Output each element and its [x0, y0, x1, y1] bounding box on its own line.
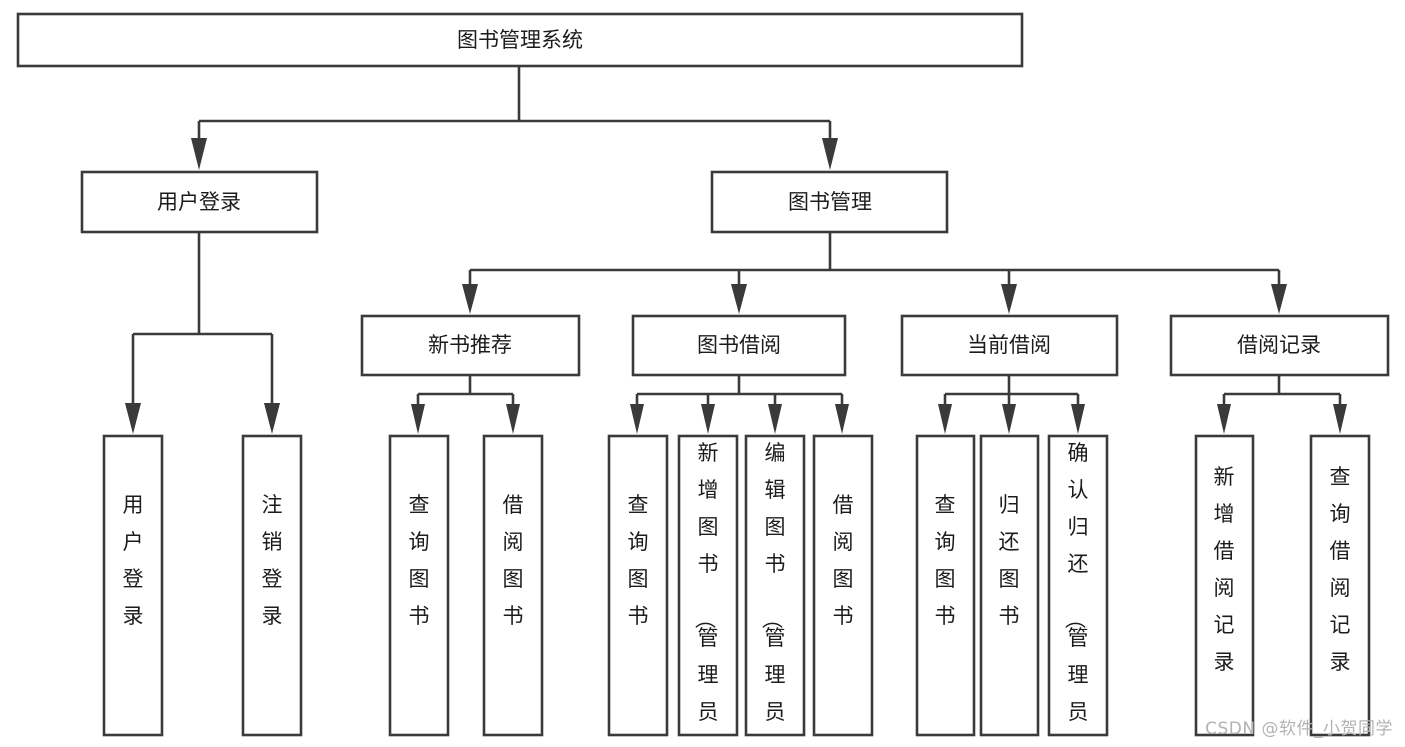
leaf-logout-box[interactable] [241, 434, 303, 737]
leaf-query-book-3-label: 查询图书 [935, 493, 956, 628]
node-new-book-recommend-label: 新书推荐 [428, 333, 512, 357]
arrow-head-new-book-recommend [462, 284, 478, 314]
node-borrow-record-box[interactable] [1169, 314, 1390, 377]
node-user-login-label: 用户登录 [157, 190, 241, 214]
arrow-head-leaf-query-book-3 [938, 404, 952, 434]
leaf-logout[interactable]: 注销登录 [241, 434, 303, 737]
leaf-user-login-box[interactable] [102, 434, 164, 737]
leaf-query-book-2[interactable]: 查询图书 [607, 434, 669, 737]
leaf-confirm-return[interactable]: 确认归还（管理员） [1047, 434, 1109, 747]
arrow-head-leaf-add-book [701, 404, 715, 434]
node-borrow-record-label: 借阅记录 [1237, 333, 1321, 357]
node-root-box[interactable] [16, 12, 1024, 68]
leaf-query-book-1-box[interactable] [388, 434, 450, 737]
csdn-watermark: CSDN @软件_小贺同学 [1205, 719, 1393, 739]
arrow-head-user-login [191, 138, 207, 170]
arrow-head-leaf-query-book-1 [411, 404, 425, 434]
node-current-borrow-label: 当前借阅 [967, 333, 1051, 357]
arrow-head-leaf-confirm-return [1071, 404, 1085, 434]
leaf-add-record-label: 新增借阅记录 [1214, 465, 1235, 674]
arrow-head-leaf-add-record [1217, 404, 1231, 434]
leaf-borrow-book-1-box[interactable] [482, 434, 544, 737]
arrow-head-book-borrow [731, 284, 747, 314]
node-current-borrow[interactable]: 当前借阅 [900, 314, 1119, 377]
node-user-login[interactable]: 用户登录 [80, 170, 319, 234]
leaf-query-record-label: 查询借阅记录 [1330, 465, 1351, 674]
node-root-label: 图书管理系统 [457, 28, 583, 52]
leaf-borrow-book-2[interactable]: 借阅图书 [812, 434, 874, 737]
leaf-edit-book[interactable]: 编辑图书（管理员） [744, 434, 806, 747]
leaf-return-book[interactable]: 归还图书 [979, 434, 1040, 737]
leaf-return-book-label: 归还图书 [999, 493, 1020, 628]
node-book-borrow-label: 图书借阅 [697, 333, 781, 357]
leaf-query-book-3[interactable]: 查询图书 [915, 434, 976, 737]
leaf-add-record[interactable]: 新增借阅记录 [1194, 434, 1255, 737]
arrow-head-current-borrow [1001, 284, 1017, 314]
leaf-confirm-return-label: 确认归还（管理员） [1063, 441, 1089, 747]
arrow-head-book-manage [822, 138, 838, 170]
node-root[interactable]: 图书管理系统 [16, 12, 1024, 68]
node-book-borrow[interactable]: 图书借阅 [631, 314, 847, 377]
leaf-borrow-book-2-label: 借阅图书 [833, 493, 854, 628]
arrow-head-leaf-logout [264, 403, 280, 434]
arrow-head-leaf-edit-book [768, 404, 782, 434]
leaf-add-record-box[interactable] [1194, 434, 1255, 737]
leaf-add-book-label: 新增图书（管理员） [693, 441, 719, 747]
connector-layer [125, 66, 1347, 434]
node-borrow-record[interactable]: 借阅记录 [1169, 314, 1390, 377]
node-new-book-recommend-box[interactable] [360, 314, 581, 377]
leaf-logout-label: 注销登录 [262, 493, 283, 628]
leaf-user-login-label: 用户登录 [123, 493, 144, 628]
arrow-head-leaf-borrow-book-1 [506, 404, 520, 434]
node-new-book-recommend[interactable]: 新书推荐 [360, 314, 581, 377]
leaf-query-book-2-box[interactable] [607, 434, 669, 737]
leaf-query-record-box[interactable] [1309, 434, 1371, 737]
leaf-return-book-box[interactable] [979, 434, 1040, 737]
leaf-query-book-1[interactable]: 查询图书 [388, 434, 450, 737]
leaf-confirm-return-box[interactable] [1047, 434, 1109, 737]
leaf-add-book[interactable]: 新增图书（管理员） [677, 434, 739, 747]
node-book-borrow-box[interactable] [631, 314, 847, 377]
node-book-manage-box[interactable] [710, 170, 949, 234]
leaf-query-book-3-box[interactable] [915, 434, 976, 737]
node-current-borrow-box[interactable] [900, 314, 1119, 377]
node-user-login-box[interactable] [80, 170, 319, 234]
leaf-borrow-book-2-box[interactable] [812, 434, 874, 737]
node-book-manage-label: 图书管理 [788, 190, 872, 214]
leaf-user-login[interactable]: 用户登录 [102, 434, 164, 737]
arrow-head-leaf-user-login [125, 403, 141, 434]
node-book-manage[interactable]: 图书管理 [710, 170, 949, 234]
arrow-head-leaf-query-record [1333, 404, 1347, 434]
leaf-edit-book-box[interactable] [744, 434, 806, 737]
leaf-query-book-2-label: 查询图书 [628, 493, 649, 628]
leaf-borrow-book-1[interactable]: 借阅图书 [482, 434, 544, 737]
arrow-head-leaf-return-book [1002, 404, 1016, 434]
leaf-query-book-1-label: 查询图书 [409, 493, 430, 628]
leaf-add-book-box[interactable] [677, 434, 739, 737]
arrow-head-leaf-query-book-2 [630, 404, 644, 434]
leaf-borrow-book-1-label: 借阅图书 [503, 493, 524, 628]
leaf-query-record[interactable]: 查询借阅记录 [1309, 434, 1371, 737]
arrow-head-leaf-borrow-book-2 [835, 404, 849, 434]
leaf-edit-book-label: 编辑图书（管理员） [760, 441, 786, 747]
arrow-head-borrow-record [1271, 284, 1287, 314]
